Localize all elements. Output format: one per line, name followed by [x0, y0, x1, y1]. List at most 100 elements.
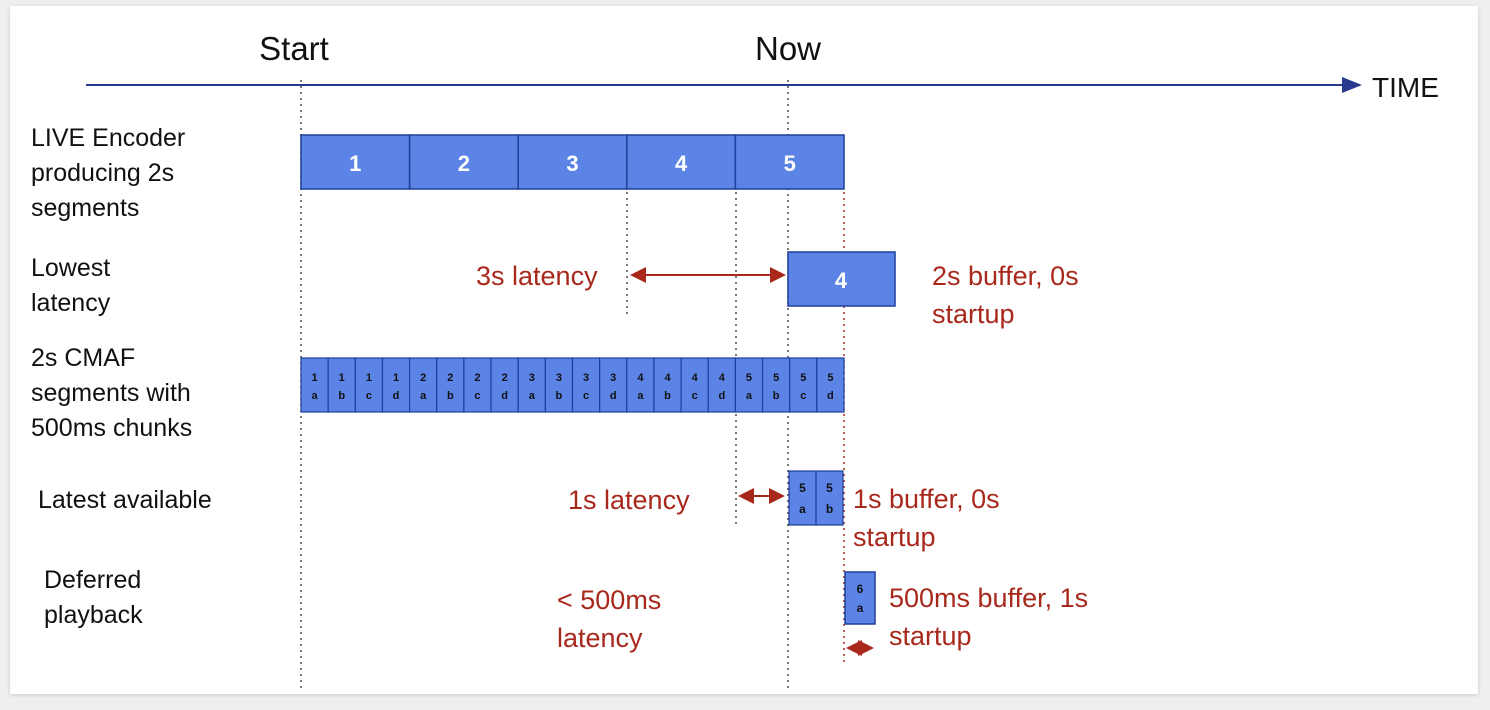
cmaf-chunk: 5b	[761, 357, 791, 413]
encoder-segment: 1	[300, 134, 411, 190]
cmaf-chunk-number: 3	[556, 372, 562, 384]
cmaf-chunk: 5a	[734, 357, 764, 413]
cmaf-chunk: 3d	[599, 357, 628, 413]
deferred-chunk-box	[844, 571, 876, 625]
cmaf-chunk-number: 1	[366, 372, 372, 384]
row-label-lowest: Lowest latency	[31, 254, 111, 317]
cmaf-chunk-number: 5	[746, 372, 752, 384]
lowest-latency-row: 4 3s latency 2s buffer, 0s startup	[476, 251, 1079, 329]
lowest-segment-box	[787, 251, 896, 307]
deferred-buffer-text: 500ms buffer, 1s	[889, 583, 1088, 613]
cmaf-chunk: 4c	[680, 357, 709, 413]
cmaf-chunk-number: 5	[773, 372, 779, 384]
latency-diagram: Start Now TIME LIVE Encoder producing 2s…	[31, 30, 1439, 691]
row-label-line: playback	[44, 601, 143, 629]
encoder-segment-label: 2	[458, 151, 470, 176]
cmaf-chunk-box	[626, 357, 655, 413]
cmaf-chunk-letter: b	[773, 390, 780, 402]
deferred-playback-row: 6 a < 500ms latency 500ms buffer, 1s sta…	[557, 571, 1088, 656]
latest-chunk-letter: a	[799, 502, 806, 516]
latest-latency-text: 1s latency	[568, 485, 690, 515]
cmaf-chunk-box	[734, 357, 764, 413]
cmaf-chunk: 2b	[436, 357, 465, 413]
cmaf-chunk-number: 4	[719, 372, 726, 384]
cmaf-chunk-letter: c	[800, 390, 806, 402]
cmaf-chunk-box	[409, 357, 438, 413]
row-label-line: Deferred	[44, 566, 141, 594]
deferred-buffer-text: startup	[889, 621, 972, 651]
cmaf-chunk: 3c	[571, 357, 601, 413]
row-label-cmaf: 2s CMAF segments with 500ms chunks	[31, 344, 192, 442]
latest-buffer-text: startup	[853, 522, 936, 552]
row-label-line: 2s CMAF	[31, 344, 135, 372]
cmaf-chunk-letter: d	[501, 390, 508, 402]
cmaf-chunk-letter: b	[338, 390, 345, 402]
row-label-line: segments with	[31, 379, 191, 407]
encoder-segment-label: 4	[675, 151, 688, 176]
cmaf-chunk-letter: a	[746, 390, 753, 402]
cmaf-chunk-number: 4	[692, 372, 699, 384]
row-label-latest: Latest available	[38, 486, 212, 514]
cmaf-chunk-letter: d	[827, 390, 834, 402]
cmaf-chunk: 1d	[381, 357, 411, 413]
deferred-chunk-letter: a	[857, 601, 864, 615]
cmaf-chunk: 1c	[354, 357, 384, 413]
cmaf-chunk-number: 5	[800, 372, 806, 384]
cmaf-chunk: 5d	[816, 357, 845, 413]
cmaf-chunk-letter: b	[447, 390, 454, 402]
latest-chunk-letter: b	[826, 502, 833, 516]
latest-buffer-text: 1s buffer, 0s	[853, 484, 1000, 514]
cmaf-chunk-box	[463, 357, 492, 413]
lowest-segment-label: 4	[835, 268, 848, 293]
cmaf-chunk: 2a	[409, 357, 438, 413]
cmaf-chunk: 1a	[300, 357, 329, 413]
row-label-encoder: LIVE Encoder producing 2s segments	[31, 124, 185, 222]
cmaf-chunk-letter: d	[393, 390, 400, 402]
cmaf-chunk-box	[517, 357, 546, 413]
cmaf-chunk-number: 3	[610, 372, 616, 384]
encoder-segment: 4	[626, 134, 737, 190]
cmaf-chunk: 3a	[517, 357, 546, 413]
cmaf-chunk-letter: c	[366, 390, 372, 402]
time-label: TIME	[1372, 72, 1439, 103]
cmaf-chunk-box	[680, 357, 709, 413]
latest-chunk-box	[815, 470, 844, 526]
cmaf-chunk-number: 2	[474, 372, 480, 384]
deferred-latency-text: latency	[557, 623, 643, 653]
row-label-line: segments	[31, 194, 139, 222]
now-label: Now	[755, 30, 821, 67]
cmaf-chunk-letter: d	[610, 390, 617, 402]
cmaf-chunk: 2c	[463, 357, 492, 413]
cmaf-chunk-box	[789, 357, 818, 413]
diagram-canvas: Start Now TIME LIVE Encoder producing 2s…	[10, 6, 1478, 694]
row-label-line: producing 2s	[31, 159, 174, 187]
cmaf-chunk-number: 2	[447, 372, 453, 384]
cmaf-chunk-box	[436, 357, 465, 413]
cmaf-chunk-box	[490, 357, 519, 413]
lowest-buffer-text: startup	[932, 299, 1015, 329]
cmaf-chunk-number: 2	[502, 372, 508, 384]
cmaf-chunk: 4a	[626, 357, 655, 413]
cmaf-chunk-box	[599, 357, 628, 413]
latest-chunk: 5a	[788, 470, 817, 526]
encoder-segment-label: 1	[349, 151, 361, 176]
cmaf-chunk-box	[816, 357, 845, 413]
cmaf-chunk-box	[354, 357, 384, 413]
cmaf-chunk-number: 1	[312, 372, 318, 384]
cmaf-chunk-box	[653, 357, 682, 413]
cmaf-chunk-letter: a	[529, 390, 536, 402]
deferred-latency-text: < 500ms	[557, 585, 661, 615]
lowest-buffer-text: 2s buffer, 0s	[932, 261, 1079, 291]
cmaf-chunk-letter: a	[420, 390, 427, 402]
cmaf-chunk-number: 3	[529, 372, 535, 384]
latest-chunk-number: 5	[799, 481, 806, 495]
cmaf-chunk: 2d	[490, 357, 519, 413]
row-label-deferred: Deferred playback	[44, 566, 143, 629]
row-label-line: 500ms chunks	[31, 414, 192, 442]
cmaf-chunk-number: 2	[420, 372, 426, 384]
cmaf-chunk-box	[300, 357, 329, 413]
cmaf-chunk-letter: a	[312, 390, 319, 402]
cmaf-chunk-letter: c	[692, 390, 698, 402]
